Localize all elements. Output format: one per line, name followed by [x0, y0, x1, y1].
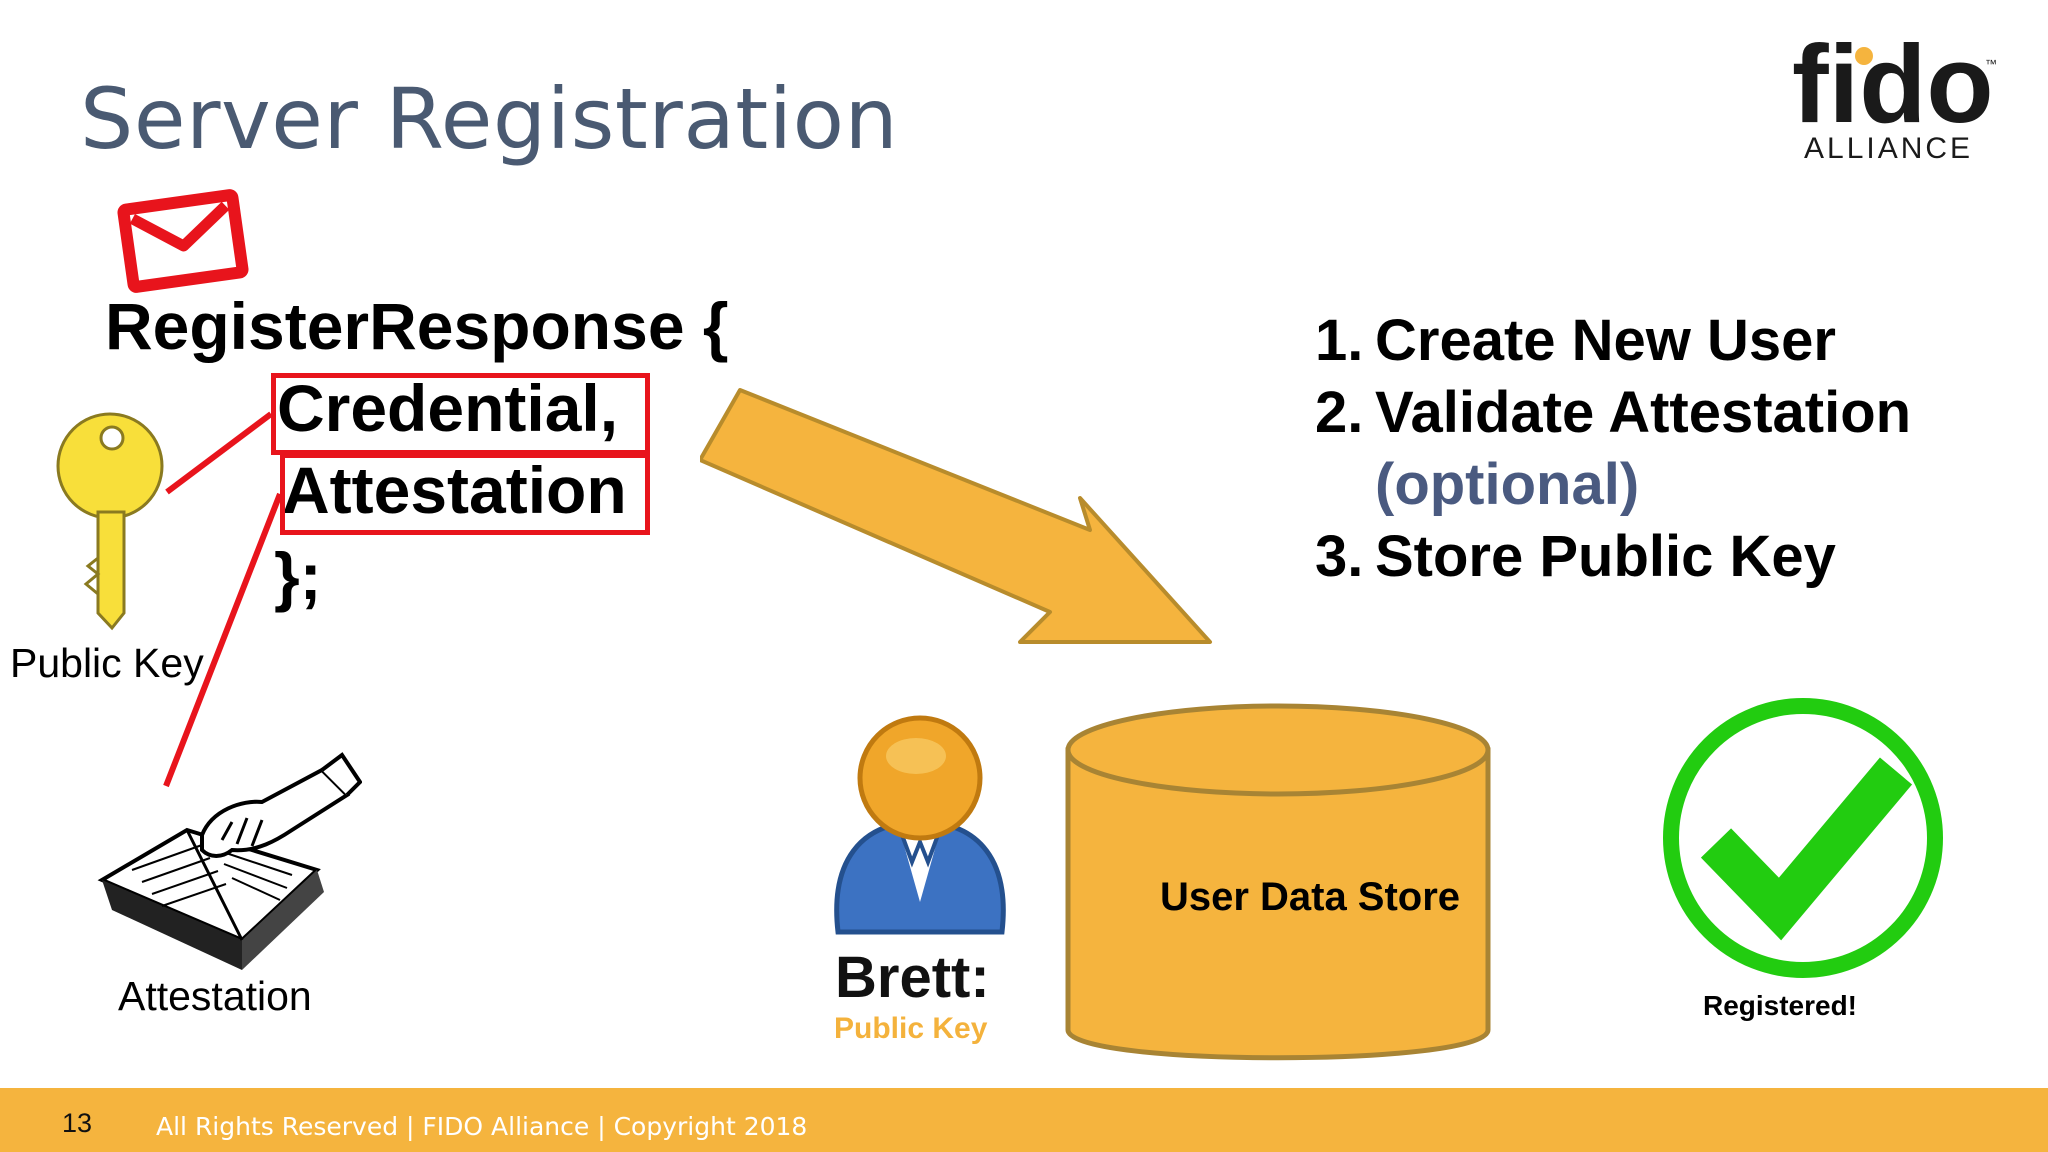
step-number: 2.: [1315, 380, 1364, 445]
logo-dot: [1855, 47, 1873, 65]
step-number: 3.: [1315, 524, 1364, 589]
hand-on-book-icon: [97, 752, 362, 970]
step-item: 2. Validate Attestation: [1315, 377, 1911, 449]
step-item-sub: (optional): [1315, 449, 1911, 521]
step-text: Validate Attestation: [1375, 380, 1912, 445]
registration-steps-list: 1. Create New User 2. Validate Attestati…: [1315, 305, 1911, 593]
public-key-label: Public Key: [10, 640, 204, 686]
code-line-attestation: Attestation: [282, 453, 627, 527]
green-checkmark-icon: [1663, 698, 1943, 978]
step-item: 3. Store Public Key: [1315, 521, 1911, 593]
step-text: Create New User: [1375, 308, 1836, 373]
attestation-label: Attestation: [118, 973, 312, 1019]
database-cylinder-icon: [1065, 703, 1491, 1061]
flow-arrow-icon: [700, 388, 1212, 644]
logo-wordmark: fido: [1792, 30, 1994, 146]
step-text: Store Public Key: [1375, 524, 1836, 589]
data-store-label: User Data Store: [1159, 875, 1461, 919]
user-avatar-icon: [834, 715, 1006, 935]
footer-copyright: All Rights Reserved | FIDO Alliance | Co…: [156, 1112, 808, 1141]
attestation-highlight-box: [280, 453, 650, 535]
attestation-connector-line: [163, 492, 283, 788]
step-item: 1. Create New User: [1315, 305, 1911, 377]
envelope-icon: [117, 189, 249, 293]
user-public-key-label: Public Key: [834, 1012, 988, 1045]
user-name-label: Brett:: [835, 945, 990, 1010]
key-connector-line: [165, 411, 273, 495]
footer-bar: [0, 1088, 2048, 1152]
logo-subtext: ALLIANCE: [1804, 132, 1973, 165]
step-subtext: (optional): [1375, 452, 1640, 517]
page-number: 13: [62, 1108, 93, 1138]
slide-title: Server Registration: [80, 70, 899, 168]
code-line-close: };: [274, 539, 322, 613]
registered-label: Registered!: [1702, 990, 1858, 1021]
credential-highlight-box: [271, 373, 650, 455]
step-number: 1.: [1315, 308, 1364, 373]
logo-trademark: ™: [1985, 57, 1997, 71]
key-icon: [56, 412, 164, 631]
fido-alliance-logo: fido ™ ALLIANCE: [1792, 30, 1997, 165]
code-line-credential: Credential,: [277, 371, 619, 445]
code-line-register-response: RegisterResponse {: [105, 289, 729, 363]
